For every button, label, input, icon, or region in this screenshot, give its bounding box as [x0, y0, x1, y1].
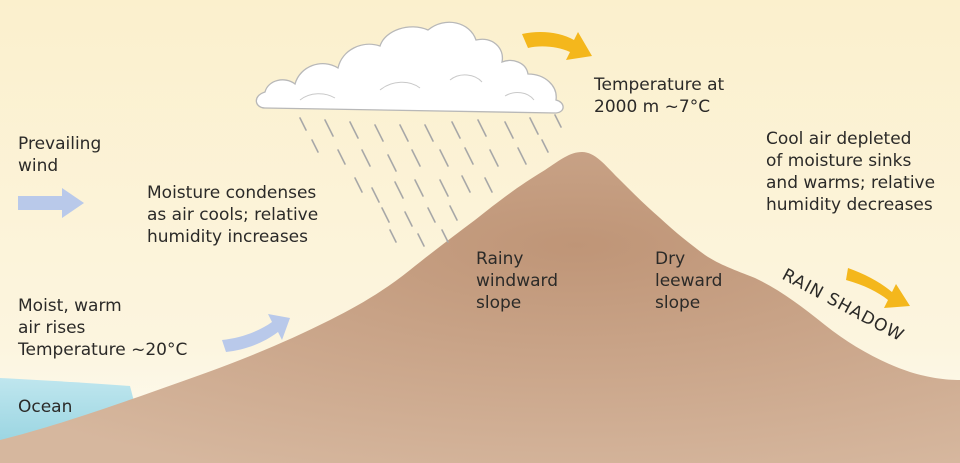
label-line: Dry [655, 249, 686, 269]
label-line: Cool air depleted [766, 129, 912, 149]
label-line: Temperature at [594, 75, 725, 95]
label-line: Moisture condenses [147, 183, 317, 203]
prevailing-wind-label: Prevailing wind [18, 133, 101, 177]
cloud-shading [299, 74, 535, 101]
moist-warm-air-label: Moist, warm air rises Temperature ~20°C [18, 295, 187, 361]
label-line: windward [476, 271, 558, 291]
label-line: humidity increases [147, 227, 308, 247]
rising-air-arrow [222, 314, 290, 352]
cool-air-label: Cool air depleted of moisture sinks and … [766, 128, 935, 216]
label-line: Temperature ~20°C [18, 340, 188, 360]
label-line: 2000 m ~7°C [594, 97, 711, 117]
windward-slope-label: Rainy windward slope [476, 248, 558, 314]
label-line: Moist, warm [18, 296, 122, 316]
label-line: slope [476, 293, 522, 313]
prevailing-wind-arrow [18, 188, 84, 218]
leeward-slope-label: Dry leeward slope [655, 248, 722, 314]
label-line: Rainy [476, 249, 524, 269]
rain-streaks [299, 114, 562, 247]
mountain [0, 152, 960, 463]
label-line: humidity decreases [766, 195, 933, 215]
label-line: wind [18, 156, 59, 176]
temperature-at-2000m-label: Temperature at 2000 m ~7°C [594, 74, 724, 118]
moisture-condenses-label: Moisture condenses as air cools; relativ… [147, 182, 318, 248]
label-line: leeward [655, 271, 723, 291]
ocean-label: Ocean [18, 396, 72, 418]
cloud [255, 21, 564, 114]
label-line: Prevailing [18, 134, 102, 154]
label-line: slope [655, 293, 701, 313]
label-line: as air cools; relative [147, 205, 319, 225]
label-line: air rises [18, 318, 86, 338]
top-air-arrow [522, 32, 592, 60]
label-line: Ocean [18, 397, 73, 417]
label-line: and warms; relative [766, 173, 936, 193]
label-line: of moisture sinks [766, 151, 912, 171]
sinking-air-arrow [846, 268, 910, 308]
